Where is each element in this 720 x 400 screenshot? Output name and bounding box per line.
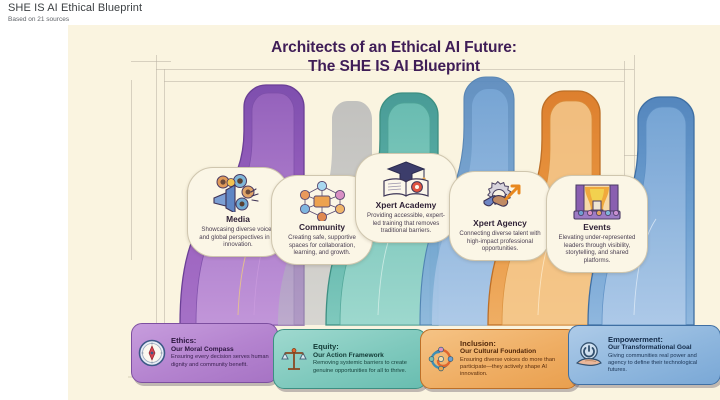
infographic-title-line2: The SHE IS AI Blueprint [308,57,480,75]
source-count-label: Based on 21 sources [8,16,70,23]
inclusion-spiral-icon [426,344,456,374]
blueprint-guide-line [131,80,132,260]
foundation-subtitle: Our Action Framework [313,351,384,359]
foundation-title: Equity: [313,342,339,352]
foundation-title: Empowerment: [608,334,663,344]
infographic-title-line1: Architects of an Ethical AI Future: [271,39,517,56]
pillar-name: Xpert Agency [473,218,527,228]
foundation-text: Inclusion: Our Cultural Foundation Ensur… [460,338,571,378]
pillar-name: Media [226,214,250,224]
blueprint-guide-line [164,81,624,82]
foundation-subtitle: Our Moral Compass [171,345,234,353]
pillar-card-events[interactable]: Events Elevating under-represented leade… [546,175,648,273]
foundation-card-equity[interactable]: Equity: Our Action Framework Removing sy… [273,329,427,389]
pillar-description: Connecting diverse talent with high-impa… [459,229,541,253]
infographic-canvas: Architects of an Ethical AI Future: The … [68,25,720,400]
infographic-title: Architects of an Ethical AI Future: The … [68,39,720,77]
pillar-name: Events [583,222,611,232]
megaphone-icon [192,173,284,213]
foundation-card-ethics[interactable]: Ethics: Our Moral Compass Ensuring every… [131,323,278,383]
power-hand-icon [574,340,604,370]
foundation-text: Ethics: Our Moral Compass Ensuring every… [171,337,271,368]
page-title: SHE IS AI Ethical Blueprint [8,2,143,14]
network-people-icon [276,181,368,221]
pillar-description: Elevating under-represented leaders thro… [558,233,636,265]
blueprint-guide-line [164,69,165,369]
foundation-subtitle: Our Transformational Goal [608,344,692,352]
foundation-card-inclusion[interactable]: Inclusion: Our Cultural Foundation Ensur… [420,329,578,389]
document-header: SHE IS AI Ethical Blueprint Based on 21 … [0,0,720,25]
foundation-subtitle: Our Cultural Foundation [460,348,537,356]
pillar-description: Providing accessible, expert-led trainin… [367,211,445,235]
pillar-card-xpert-academy[interactable]: Xpert Academy Providing accessible, expe… [355,153,457,244]
foundation-title: Inclusion: [460,338,496,348]
pillar-card-xpert-agency[interactable]: Xpert Agency Connecting diverse talent w… [449,171,551,262]
foundation-description: Removing systemic barriers to create gen… [313,360,407,374]
compass-icon [137,338,167,368]
foundation-card-empowerment[interactable]: Empowerment: Our Transformational Goal G… [568,325,720,385]
handshake-gear-icon [454,177,546,217]
scales-icon [279,344,309,374]
foundation-description: Giving communities real power and agency… [608,352,698,374]
blueprint-guide-line [156,55,157,375]
blueprint-guide-line [156,69,634,70]
pillar-description: Creating safe, supportive spaces for col… [288,233,356,257]
pillar-name: Xpert Academy [375,200,437,210]
foundation-text: Equity: Our Action Framework Removing sy… [313,343,420,374]
blueprint-guide-line [131,61,171,62]
pillar-description: Showcasing diverse voices and global per… [199,225,277,249]
foundation-description: Ensuring diverse voices do more than par… [460,356,556,378]
foundation-text: Empowerment: Our Transformational Goal G… [608,334,714,374]
stage-audience-icon [551,181,643,221]
foundation-title: Ethics: [171,336,197,346]
graduation-book-icon [360,159,452,199]
foundation-description: Ensuring every decision serves human dig… [171,354,269,368]
pillar-name: Community [298,222,346,232]
